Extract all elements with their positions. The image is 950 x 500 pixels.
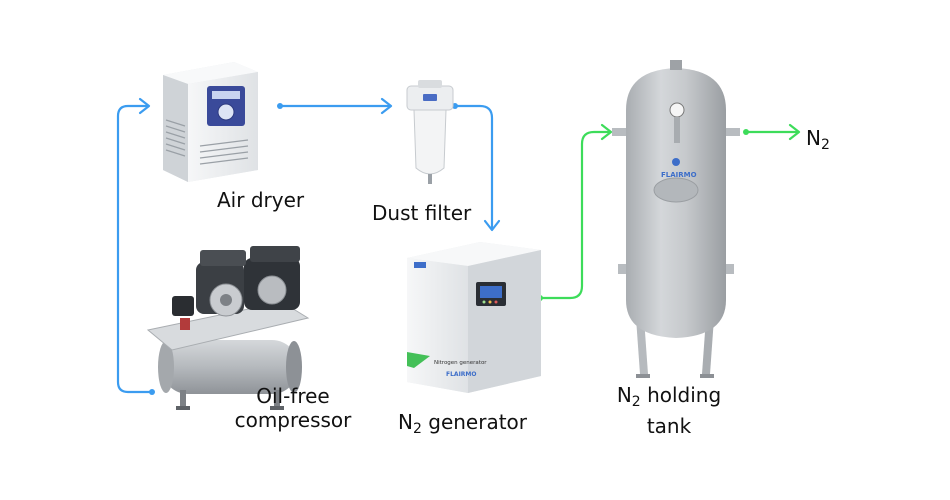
air-dryer-icon [163, 62, 258, 182]
line-generator-to-tank [538, 130, 612, 300]
arrowhead-dryer-input [138, 97, 151, 115]
generator-panel-text: Nitrogen generator [434, 360, 487, 366]
label-holding-tank: N2 holding tank [606, 383, 732, 438]
label-tank-suffix: holding [640, 383, 722, 407]
compressor-icon [146, 246, 310, 410]
arrowhead-generator-input [483, 219, 501, 232]
holding-tank-icon: FLAIRMO [612, 60, 740, 378]
label-air-dryer: Air dryer [217, 188, 304, 212]
air-flow-lines [116, 97, 501, 394]
dust-filter-icon [406, 80, 454, 184]
label-holding-tank-line2: tank [646, 414, 692, 438]
label-tank-sub: 2 [631, 394, 641, 410]
label-tank-prefix: N [616, 383, 632, 407]
label-n2-generator-sub: 2 [412, 421, 422, 437]
n2-flow-lines [538, 123, 801, 300]
label-n2-generator-prefix: N [398, 410, 413, 434]
label-n2-generator-suffix: generator [421, 410, 528, 434]
line-compressor-to-dryer [116, 104, 154, 394]
label-dust-filter-text: Dust filter [372, 201, 472, 225]
label-dust-filter: Dust filter [372, 201, 471, 225]
label-compressor-line2: compressor [234, 408, 352, 432]
tank-brand-text: FLAIRMO [661, 171, 697, 179]
line-filter-to-generator [453, 104, 494, 230]
label-holding-tank-line1: N2 holding [606, 383, 732, 414]
label-n2-output: N2 [806, 126, 830, 157]
arrowhead-output [788, 123, 801, 141]
nitrogen-generator-icon: Nitrogen generator FLAIRMO [407, 242, 541, 393]
generator-brand-text: FLAIRMO [446, 371, 477, 378]
label-air-dryer-text: Air dryer [217, 188, 305, 212]
label-n2-generator: N2 generator [398, 410, 527, 441]
label-output-sub: 2 [820, 137, 830, 153]
label-compressor: Oil-free compressor [224, 384, 362, 432]
arrowhead-filter-input [380, 97, 393, 115]
arrowhead-tank-input [600, 123, 613, 141]
label-output-prefix: N [806, 126, 821, 150]
label-compressor-line1: Oil-free [256, 384, 330, 408]
